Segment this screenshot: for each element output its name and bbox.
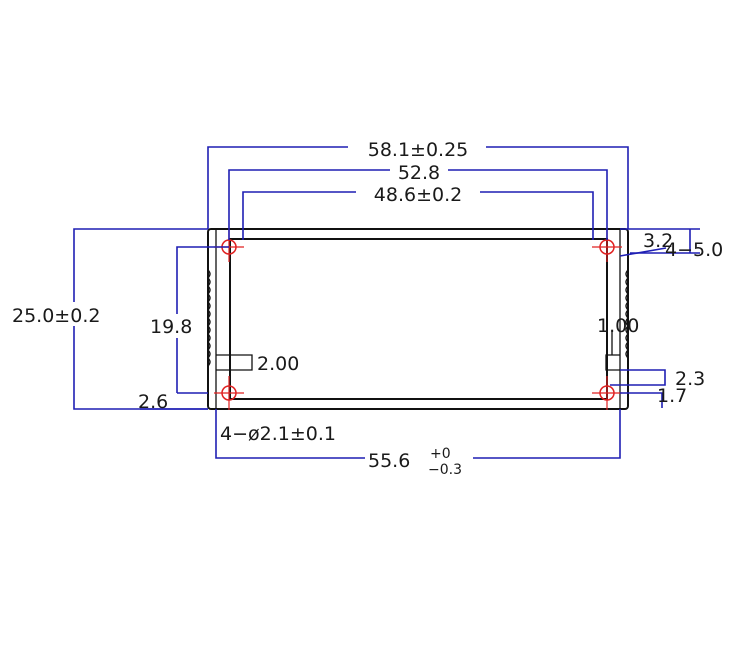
dimension-label: 58.1±0.25 bbox=[368, 139, 469, 161]
dimension-slot-width: 2.00 bbox=[257, 353, 299, 375]
outer-outline bbox=[207, 228, 629, 410]
label-mask bbox=[390, 160, 448, 182]
dimension-inner-width: 48.6±0.2 bbox=[242, 181, 594, 240]
screw-hole-bottom-left bbox=[214, 376, 244, 410]
dimension-hole-pitch: 52.8 bbox=[228, 160, 608, 240]
right-slot bbox=[605, 354, 620, 371]
dimension-label: 48.6±0.2 bbox=[374, 184, 462, 206]
dimension-offset-bottom-left: 2.6 bbox=[138, 391, 208, 413]
dimension-hole-count: 4−ø2.1±0.1 bbox=[220, 423, 336, 445]
label-mask bbox=[348, 133, 486, 157]
dimension-label: 19.8 bbox=[150, 316, 192, 338]
label-mask bbox=[356, 181, 480, 203]
screw-hole-bottom-right bbox=[592, 376, 622, 410]
dimension-label: 3.2 bbox=[643, 230, 673, 252]
left-slot bbox=[216, 354, 253, 371]
dimension-wall-right: 1.00 bbox=[597, 315, 639, 337]
label-mask bbox=[365, 444, 473, 474]
inner-outline bbox=[229, 238, 608, 400]
dimension-label: 1.7 bbox=[657, 385, 687, 407]
screw-holes bbox=[214, 228, 622, 410]
dimension-overall-height: 25.0±0.2 bbox=[10, 228, 208, 410]
dimension-label: 2.6 bbox=[138, 391, 168, 413]
dimension-base-width: 55.6 +0 −0.3 bbox=[215, 409, 621, 478]
label-mask bbox=[10, 302, 128, 326]
dimension-offset-top-right: 3.2 4−5.0 bbox=[619, 228, 723, 261]
dimension-line bbox=[610, 369, 666, 408]
dimension-tolerance-lower: −0.3 bbox=[428, 462, 462, 478]
dimension-label: 25.0±0.2 bbox=[12, 305, 100, 327]
dimension-line bbox=[140, 392, 208, 410]
dimension-hole-pitch-vertical: 19.8 bbox=[148, 246, 229, 393]
dimension-tolerance-upper: +0 bbox=[430, 446, 451, 462]
dimension-label: 55.6 bbox=[368, 450, 410, 472]
dimension-offset-bottom-right: 2.3 1.7 bbox=[610, 368, 705, 408]
leader-line bbox=[619, 247, 667, 257]
right-ribs bbox=[625, 269, 629, 359]
label-mask bbox=[148, 314, 206, 338]
dimension-label: 2.3 bbox=[675, 368, 705, 390]
dimension-label: 4−5.0 bbox=[665, 239, 723, 261]
dimension-line bbox=[176, 246, 229, 393]
dimension-overall-width: 58.1±0.25 bbox=[207, 133, 629, 229]
dimension-label: 52.8 bbox=[398, 162, 440, 184]
enclosure-profile bbox=[207, 228, 629, 410]
left-ribs bbox=[207, 269, 211, 367]
